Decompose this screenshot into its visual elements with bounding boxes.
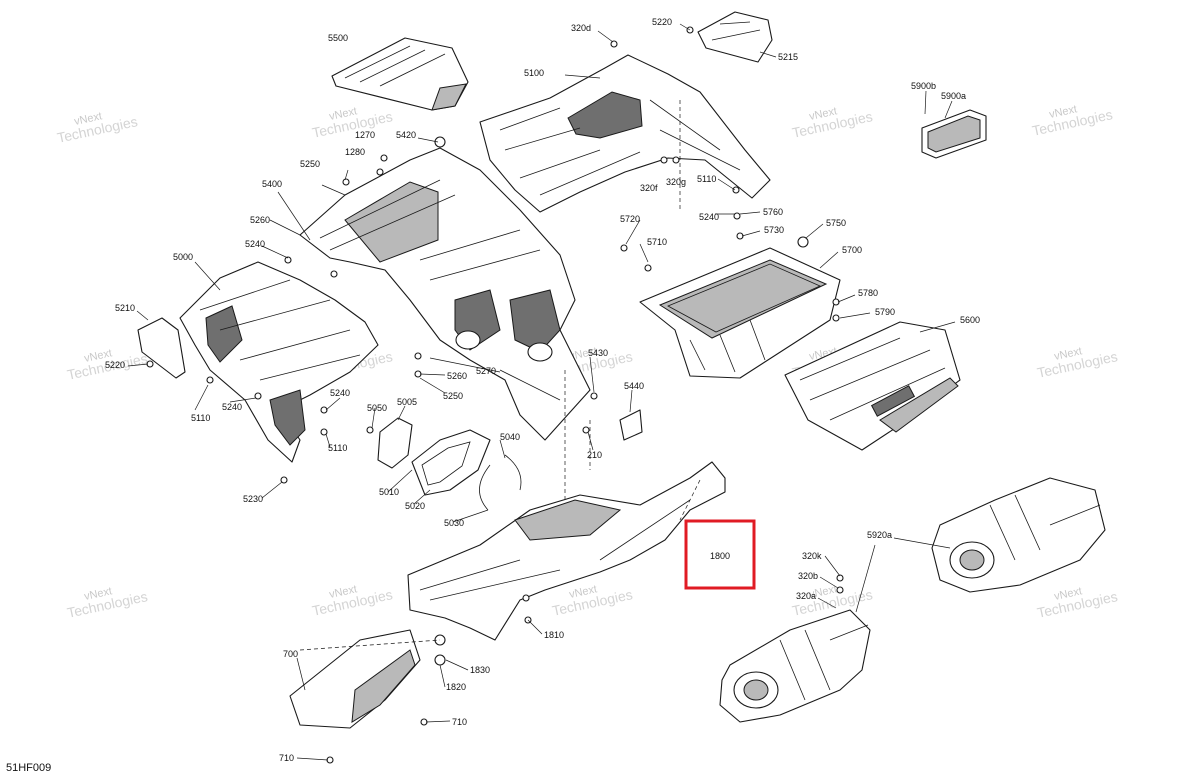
callout-label: 1810 (544, 630, 564, 640)
callout-label: 5600 (960, 315, 980, 325)
part-700-panel (289, 629, 421, 729)
part-5400-frame (299, 147, 591, 441)
part-5000-side-panel (179, 261, 379, 463)
callout-label: 1270 (355, 130, 375, 140)
callout-label: 5215 (778, 52, 798, 62)
callout-label: 5220 (652, 17, 672, 27)
callout-label: 320f (640, 183, 658, 193)
part-5920a-muffler-lower (719, 609, 871, 723)
callout-label: 5240 (330, 388, 350, 398)
watermark-text: vNext (808, 105, 838, 123)
assembly-lines (299, 100, 701, 651)
callout-label: 5020 (405, 501, 425, 511)
part-5030-ring (479, 454, 522, 511)
callout-label: 1800 (710, 551, 730, 561)
callout-label: 320d (571, 23, 591, 33)
watermark-text: vNext (328, 583, 358, 601)
callout-label: 5790 (875, 307, 895, 317)
callout-label: 5210 (115, 303, 135, 313)
callout-label: 5250 (443, 391, 463, 401)
watermark-text: vNext (1053, 585, 1083, 603)
callout-label: 5500 (328, 33, 348, 43)
callout-label: 5900a (941, 91, 966, 101)
callout-label: 5010 (379, 487, 399, 497)
callout-label: 5000 (173, 252, 193, 262)
diagram-id: 51HF009 (6, 762, 51, 774)
callout-labels: 5500 320d 5220 5215 5100 1270 5420 1280 … (105, 17, 980, 763)
callout-label: 5240 (245, 239, 265, 249)
part-5100-console (479, 54, 771, 213)
callout-label: 5430 (588, 348, 608, 358)
watermark-text: vNext (808, 583, 838, 601)
callout-label: 1830 (470, 665, 490, 675)
part-5215-cover (697, 11, 773, 63)
callout-label: 5730 (764, 225, 784, 235)
part-5920a-muffler-upper (931, 477, 1106, 593)
watermark-text: vNext (328, 105, 358, 123)
leader-lines (127, 23, 956, 761)
callout-label: 5920a (867, 530, 892, 540)
callout-label: 5005 (397, 397, 417, 407)
callout-label: 5050 (367, 403, 387, 413)
callout-label: 5760 (763, 207, 783, 217)
callout-label: 320b (798, 571, 818, 581)
callout-label: 5030 (444, 518, 464, 528)
callout-label: 1280 (345, 147, 365, 157)
watermark-text: vNext (1053, 345, 1083, 363)
callout-label: 5110 (697, 174, 716, 184)
watermark-text: vNext (83, 585, 113, 603)
part-5700-box (639, 247, 841, 379)
part-5500-panel (331, 37, 469, 111)
callout-label: 5780 (858, 288, 878, 298)
callout-label: 320k (802, 551, 822, 561)
callout-label: 5250 (300, 159, 320, 169)
callout-label: 5750 (826, 218, 846, 228)
callout-label: 5400 (262, 179, 282, 189)
callout-label: 5710 (647, 237, 667, 247)
callout-label: 5900b (911, 81, 936, 91)
callout-label: 320a (796, 591, 816, 601)
part-1800-floor (407, 461, 726, 641)
callout-label: 5240 (699, 212, 719, 222)
callout-label: 210 (587, 450, 602, 460)
callout-label: 5100 (524, 68, 544, 78)
callout-label: 5110 (328, 443, 347, 453)
fasteners (146, 26, 844, 764)
part-5600-lid (784, 321, 961, 451)
callout-label: 5110 (191, 413, 210, 423)
watermark-text: vNext (1048, 103, 1078, 121)
part-5020-gauge (411, 429, 491, 496)
watermark-text: vNext (73, 110, 103, 128)
callout-label: 5040 (500, 432, 520, 442)
callout-label: 5440 (624, 381, 644, 391)
callout-label: 5240 (222, 402, 242, 412)
callout-label: 710 (452, 717, 467, 727)
callout-label: 5420 (396, 130, 416, 140)
callout-label: 5720 (620, 214, 640, 224)
callout-label: 320g (666, 177, 686, 187)
callout-label: 5230 (243, 494, 263, 504)
part-5005-bracket (377, 417, 413, 469)
watermark-text: vNext (568, 583, 598, 601)
callout-label: 5260 (250, 215, 270, 225)
callout-label: 5700 (842, 245, 862, 255)
callout-label: 700 (283, 649, 298, 659)
watermark-text: vNext (83, 347, 113, 365)
callout-label: 5220 (105, 360, 125, 370)
watermark-text: vNext (568, 345, 598, 363)
callout-label: 710 (279, 753, 294, 763)
callout-label: 5260 (447, 371, 467, 381)
callout-label: 1820 (446, 682, 466, 692)
callout-label: 5270 (476, 366, 496, 376)
part-5210-panel (137, 317, 186, 379)
part-5900a-reflector (921, 109, 987, 159)
highlight-box (684, 519, 756, 590)
part-5440-clip (619, 409, 643, 441)
